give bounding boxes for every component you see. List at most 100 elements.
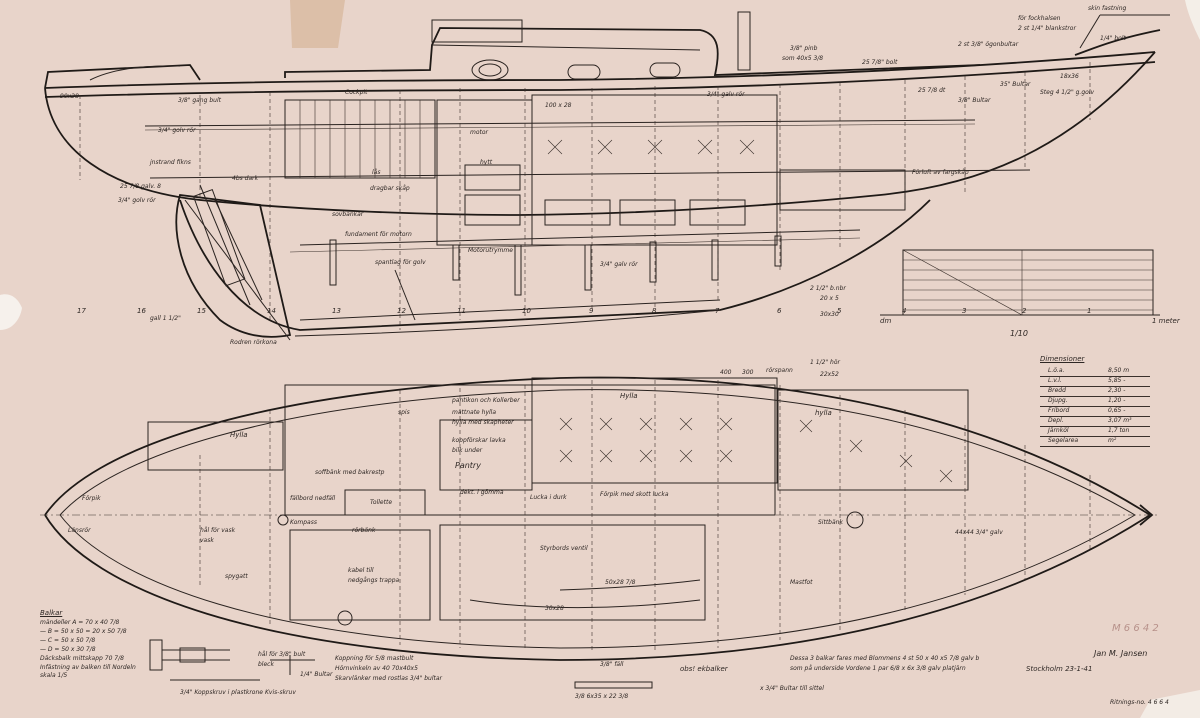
balkar-foot-1: Infästning av balken till Nordeln	[40, 664, 136, 671]
dimension-value: 5,85 -	[1108, 377, 1126, 384]
dimension-label: Järnköl	[1048, 427, 1069, 434]
label-bolt-eye-3: som 40x5 3/8	[782, 55, 824, 62]
rudder-blade-stock	[192, 188, 246, 287]
label-aft-sheer: 3/4" golv rör	[158, 127, 196, 134]
label-soff: soffbänk med bakrestp	[315, 469, 385, 476]
saloon-locker-3	[689, 199, 746, 226]
floor-line-low	[299, 229, 861, 246]
station-number: 13	[332, 307, 341, 315]
station-number: 10	[522, 307, 531, 315]
note-r2: som på underside Vordene 1 par 6/8 x 6x …	[790, 665, 966, 672]
label-bolts-a: 25 7/8 dt	[918, 87, 946, 94]
label-motorrum: Motorutrymme	[468, 247, 513, 254]
note-left-1: hål för 3/8" bult	[258, 651, 306, 658]
dimension-label: Djupg.	[1048, 397, 1068, 404]
balkar-row: — B = 50 x 50 = 20 x 50 7/8	[40, 628, 127, 635]
label-bilk: bilk under	[452, 447, 483, 454]
label-hylla-3: hylla	[815, 409, 832, 417]
label-fyra: 4bs dark	[232, 175, 259, 182]
drawer-1	[464, 194, 521, 226]
saloon-locker-1	[544, 199, 611, 226]
label-kopps: koppförskar lavka	[452, 437, 506, 444]
label-fot-13: Sittbänk	[818, 519, 843, 526]
dimension-label: Segelarea	[1048, 437, 1079, 444]
toilet-plan	[344, 489, 426, 516]
label-fot-16: Mastfot	[790, 579, 813, 586]
note-mid-2: Hörnvinkeln av 40 70x40x5	[335, 665, 418, 672]
label-steg: Steg 4 1/2" g.golv	[1040, 89, 1095, 96]
cockpit-grating	[284, 99, 436, 179]
balkar-foot-2: skala 1/5	[40, 672, 68, 679]
label-grepp: 3/4" galv rör	[600, 261, 638, 268]
rudder-outline	[175, 194, 292, 338]
label-fore-hold: Förluft av fargskåp	[912, 169, 969, 176]
label-matt-bylla: mattnate hylla	[452, 409, 497, 416]
label-bolt-eye: 2 st 3/8" ögonbultar	[958, 41, 1019, 48]
dimension-value: 3,07 m³	[1108, 417, 1132, 424]
label-cockpit: Cockpit	[345, 89, 368, 96]
label-a400: 400	[720, 369, 732, 376]
scale-title: 1/10	[1010, 329, 1028, 338]
saloon-locker-2	[619, 199, 676, 226]
station-number: 11	[457, 307, 466, 315]
label-bench: lås	[372, 169, 381, 176]
label-hylla-2: Hylla	[620, 392, 638, 400]
label-kompass: Kompass	[290, 519, 317, 526]
dimension-label: Bredd	[1048, 387, 1066, 394]
station-number: 14	[267, 307, 276, 315]
plan-cushion-crosses	[559, 417, 953, 483]
station-number: 12	[397, 307, 406, 315]
quarter-berth-plan	[147, 421, 284, 471]
note-ob: obs! ekbalker	[680, 665, 728, 673]
signature-date: Stockholm 23-1-41	[1026, 665, 1093, 673]
stern-rail	[44, 64, 201, 89]
label-fore-fastening-sub: 2 st 1/4" blankstror	[1018, 25, 1076, 32]
label-rorsbank: rörbänk	[352, 527, 376, 534]
label-aft: 90x28	[60, 93, 79, 100]
note-mid-3: Skarvlänker med rostlas 3/4" bultar	[335, 675, 443, 682]
paper-corner-tr	[1185, 0, 1200, 40]
berth-line-upper	[144, 119, 976, 127]
tiller	[89, 65, 181, 81]
rudder-stock	[184, 199, 291, 341]
note-left-2: bleck	[258, 661, 274, 668]
label-bolts-c: 35" Bultar	[1000, 81, 1031, 88]
dimension-row: Depl. 3,07 m³	[1040, 417, 1150, 427]
label-bolt-eye-2: 3/8" pinb	[790, 45, 818, 52]
label-dragbar: dragbar skåp	[370, 185, 410, 192]
balkar-row: — D = 50 x 30 7/8	[40, 646, 96, 653]
rudder-brace-2	[214, 199, 263, 301]
label-vertical-3: 30x30	[820, 311, 839, 318]
station-number: 2	[1022, 307, 1027, 315]
balkar-row: Däcksbalk mittskapp 70 7/8	[40, 655, 124, 662]
compass-marker	[277, 514, 289, 526]
station-number: 15	[197, 307, 206, 315]
label-fot-7: 50x28 7/8	[605, 579, 636, 586]
station-number: 9	[589, 307, 594, 315]
label-pantikon: pantikon och Kollerber	[452, 397, 520, 404]
label-fot-24: Länsrör	[68, 527, 91, 534]
label-hytt: hytt	[480, 159, 493, 166]
label-hylla-1: Hylla	[230, 431, 248, 439]
hatch-box	[431, 19, 523, 43]
balkar-row: — C = 50 x 50 7/8	[40, 637, 96, 644]
dimension-label: Depl.	[1048, 417, 1064, 424]
archive-stamp: M 6 6 4 2	[1112, 623, 1159, 634]
engine-shaft	[559, 579, 701, 591]
label-pantry: Pantry	[455, 461, 481, 470]
label-vertical-5: 22x52	[820, 371, 839, 378]
pantry-plan	[439, 419, 533, 491]
paper-tear-left	[0, 294, 22, 330]
porthole-2	[567, 64, 601, 80]
bottom-left-1: 3/4" Koppskruv i plastkrone	[180, 689, 263, 696]
label-fot-12: Styrbords ventil	[540, 545, 588, 552]
label-gall: gall 1 1/2"	[150, 315, 181, 322]
station-number: 5	[837, 307, 842, 315]
dimension-value: 1,20 -	[1108, 397, 1126, 404]
label-fot-4: 44x44 3/4" galv	[955, 529, 1003, 536]
forepeak-plan	[777, 389, 969, 491]
exhaust-stack	[737, 11, 751, 71]
